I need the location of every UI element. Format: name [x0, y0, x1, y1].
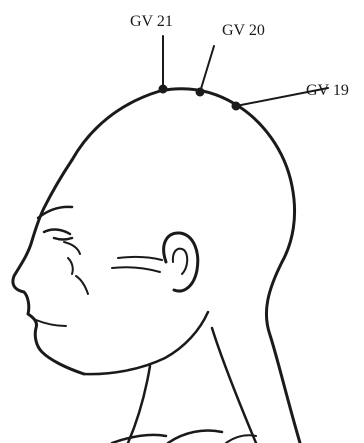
jaw-line — [84, 312, 208, 374]
cheek-line — [68, 258, 88, 294]
neck-back — [212, 328, 256, 443]
eye — [44, 230, 72, 240]
gv19-point — [232, 102, 241, 111]
collar-line-1 — [112, 435, 166, 443]
ear-inner — [173, 249, 187, 274]
collar-line-3 — [226, 435, 256, 443]
gv21-label: GV 21 — [130, 13, 173, 30]
collar-line-2 — [168, 430, 222, 443]
gv19-label: GV 19 — [306, 82, 349, 99]
gv20-point — [196, 88, 205, 97]
eye-socket — [64, 242, 80, 254]
mouth — [36, 320, 66, 326]
ear-outer — [164, 233, 198, 291]
gv20-label: GV 20 — [222, 22, 265, 39]
neck-front — [128, 366, 150, 443]
gv21-point — [159, 85, 168, 94]
ear-front-lines — [112, 257, 162, 272]
gv20-pointer — [200, 46, 214, 92]
